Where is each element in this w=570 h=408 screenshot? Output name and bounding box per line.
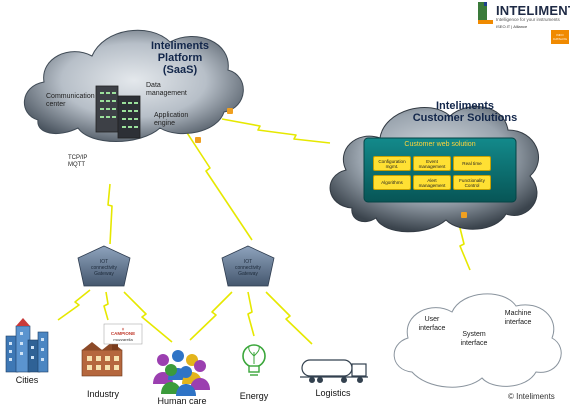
cities-label: Cities: [15, 375, 39, 385]
customer-title-line2: Customer Solutions: [412, 112, 518, 124]
bolt-gw1-humancare: [123, 291, 173, 343]
gateway-right-line2: connectivity: [234, 265, 262, 271]
bolt-customer-usercloud: [457, 219, 471, 271]
module-algorithms: Algorithms: [373, 175, 411, 190]
bolt-platform-customer: [221, 118, 331, 144]
bolt-platform-gateway-right: [179, 121, 253, 241]
platform-title-line2: Platform: [157, 52, 203, 64]
platform-title-line3: (SaaS): [162, 64, 198, 76]
connection-bolts: [57, 118, 471, 345]
lock-icon: [227, 108, 233, 114]
protocol-label: TCP/IP MQTT: [68, 155, 87, 169]
svg-text:ψ: ψ: [122, 327, 125, 331]
energy-icon: [242, 344, 266, 376]
customer-web-solution-title: Customer web solution: [404, 141, 476, 148]
module-alert-management: Alert management: [413, 175, 451, 190]
bolt-gw2-humancare: [189, 291, 233, 341]
platform-title-line1: Inteliments: [150, 40, 210, 52]
gateway-right-line1: IOT: [243, 259, 253, 265]
server-rack-icon: [95, 85, 141, 139]
lock-icon: [195, 137, 201, 143]
system-interface-label: System interface: [460, 331, 488, 347]
customer-title: Inteliments Customer Solutions: [410, 100, 520, 124]
module-configuration-mgmt: Configuration mgmt.: [373, 156, 411, 171]
gateway-left-shape: [77, 245, 131, 287]
bolt-gw2-energy: [247, 291, 255, 337]
gateway-left-label: IOT connectivity Gateway: [84, 259, 124, 277]
module-event-management: Event management: [413, 156, 451, 171]
gateway-left-line3: Gateway: [94, 271, 114, 277]
application-engine-label: Application engine: [154, 112, 189, 127]
gateway-left-line2: connectivity: [90, 265, 118, 271]
inteliments-logo-icon: [478, 2, 493, 24]
bolt-gw1-cities: [57, 289, 91, 321]
protocol-line2: MQTT: [68, 162, 85, 168]
gateway-right-line3: Gateway: [238, 271, 258, 277]
bolt-gw2-logistics: [265, 291, 313, 345]
user-cloud: [393, 293, 562, 388]
communication-center-label: Communication center: [46, 93, 95, 108]
user-interface-label: User interface: [418, 316, 446, 332]
human-care-icon: [153, 350, 210, 396]
machine-interface-label: Machine interface: [504, 310, 532, 326]
info-badge: [551, 30, 569, 44]
industry-sign-line1: CAMPIONE: [110, 331, 136, 336]
industry-sign-line2: mozzarella: [113, 337, 133, 342]
logistics-label: Logistics: [315, 388, 351, 398]
brand-tagline: Intelligence for your instruments: [496, 17, 560, 22]
lock-icon: [461, 212, 467, 218]
brand-name: INTELIMENTS: [496, 3, 570, 18]
badge-text: INFO CATALOG: [553, 33, 567, 41]
human-care-label: Human care: [157, 396, 207, 406]
platform-cloud: [23, 29, 244, 142]
module-real-time: Real time: [453, 156, 491, 171]
cities-icon: [5, 318, 49, 373]
data-management-label: Data management: [146, 82, 187, 97]
copyright: © Inteliments: [508, 392, 555, 401]
industry-label: Industry: [86, 389, 119, 399]
platform-title: Inteliments Platform (SaaS): [140, 40, 220, 76]
gateway-right-label: IOT connectivity Gateway: [228, 259, 268, 277]
module-functionality-control: Functionality Control: [453, 175, 491, 190]
bolt-platform-gateway-left: [107, 183, 113, 245]
protocol-line1: TCP/IP: [68, 155, 88, 161]
energy-label: Energy: [239, 391, 269, 401]
partner-logo: ISEO.IT | Alliance: [496, 24, 528, 29]
gateway-left-line1: IOT: [99, 259, 109, 265]
customer-title-line1: Inteliments: [435, 100, 495, 112]
logistics-icon: [300, 359, 368, 383]
industry-icon: ψ: [81, 323, 143, 377]
gateway-right-shape: [221, 245, 275, 287]
bolt-gw1-industry: [103, 291, 109, 321]
